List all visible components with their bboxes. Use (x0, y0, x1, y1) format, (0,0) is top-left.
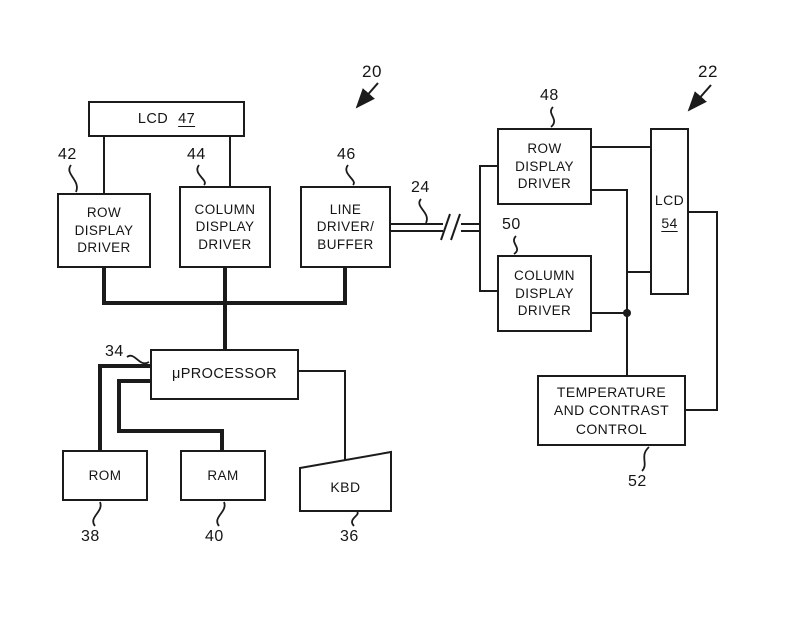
ref-numeral-38: 38 (81, 528, 100, 545)
ref-numeral-44: 44 (187, 146, 206, 163)
kbd-box-shape (299, 450, 392, 512)
ref-numeral-50: 50 (502, 216, 521, 233)
ref-numeral-24: 24 (411, 179, 430, 196)
leader-34 (126, 354, 150, 365)
box-column-display-driver-44: COLUMN DISPLAY DRIVER (179, 186, 271, 268)
ref-numeral-22: 22 (698, 62, 718, 81)
box-ram-40: RAM (180, 450, 266, 501)
ref-numeral-40: 40 (205, 528, 224, 545)
ref-numeral-20: 20 (362, 62, 382, 81)
connector-rowdriver48-tempcontrol (592, 189, 628, 375)
box-column-display-driver-50: COLUMN DISPLAY DRIVER (497, 255, 592, 332)
box-lcd-54: LCD 54 (650, 128, 689, 295)
ref-numeral-46: 46 (337, 146, 356, 163)
leader-24 (418, 198, 428, 224)
column-display-driver-44-label: COLUMN DISPLAY DRIVER (194, 201, 256, 252)
bus-processor-ram (117, 379, 224, 452)
lcd-47-ref: 47 (178, 110, 196, 127)
box-temperature-contrast-control-52: TEMPERATURE AND CONTRAST CONTROL (537, 375, 686, 446)
row-display-driver-48-label: ROW DISPLAY DRIVER (515, 141, 574, 192)
rom-38-label: ROM (88, 467, 122, 483)
arrow-20 (355, 82, 379, 109)
row-display-driver-42-label: ROW DISPLAY DRIVER (74, 205, 134, 256)
box-kbd-36: KBD (300, 462, 391, 511)
leader-52 (641, 446, 650, 472)
cable-break-mark-1 (440, 213, 451, 241)
box-microprocessor-34: μPROCESSOR (150, 349, 299, 400)
lcd-47-label: LCD (137, 110, 169, 127)
connector-cable-to-right-drivers (479, 165, 497, 292)
lcd-54-label: LCD (654, 191, 685, 208)
connector-lcd54-tempcontrol (686, 211, 718, 411)
leader-36 (351, 511, 359, 527)
ref-numeral-34: 34 (105, 343, 124, 360)
arrow-22 (687, 84, 712, 112)
leader-46 (345, 164, 355, 186)
ref-numeral-36: 36 (340, 528, 359, 545)
leader-lines (68, 106, 650, 527)
leader-42 (68, 164, 78, 193)
lcd-54-ref: 54 (661, 215, 678, 231)
temperature-contrast-control-52-label: TEMPERATURE AND CONTRAST CONTROL (553, 384, 670, 437)
junction-dot (623, 309, 631, 317)
reference-arrows (355, 82, 712, 112)
leader-40 (216, 501, 226, 527)
column-display-driver-50-label: COLUMN DISPLAY DRIVER (514, 268, 575, 319)
line-driver-buffer-46-label: LINE DRIVER/ BUFFER (316, 201, 375, 252)
ram-40-label: RAM (207, 467, 239, 483)
thin-connectors (103, 137, 718, 461)
bus-processor-rom (98, 364, 152, 452)
box-line-driver-buffer-46: LINE DRIVER/ BUFFER (300, 186, 391, 268)
ref-numeral-52: 52 (628, 473, 647, 490)
leader-48 (550, 106, 556, 128)
box-rom-38: ROM (62, 450, 148, 501)
connector-processor-kbd (299, 370, 346, 461)
leader-50 (513, 235, 519, 255)
box-row-display-driver-48: ROW DISPLAY DRIVER (497, 128, 592, 205)
kbd-36-label: KBD (330, 478, 361, 495)
microprocessor-34-label: μPROCESSOR (171, 366, 277, 383)
leader-44 (196, 164, 206, 186)
box-row-display-driver-42: ROW DISPLAY DRIVER (57, 193, 151, 268)
leader-38 (92, 501, 102, 527)
bus-lines (98, 266, 347, 452)
ref-numeral-42: 42 (58, 146, 77, 163)
cable-break-mark-2 (450, 213, 461, 241)
box-lcd-47: LCD 47 (88, 101, 245, 137)
ref-numeral-48: 48 (540, 87, 559, 104)
